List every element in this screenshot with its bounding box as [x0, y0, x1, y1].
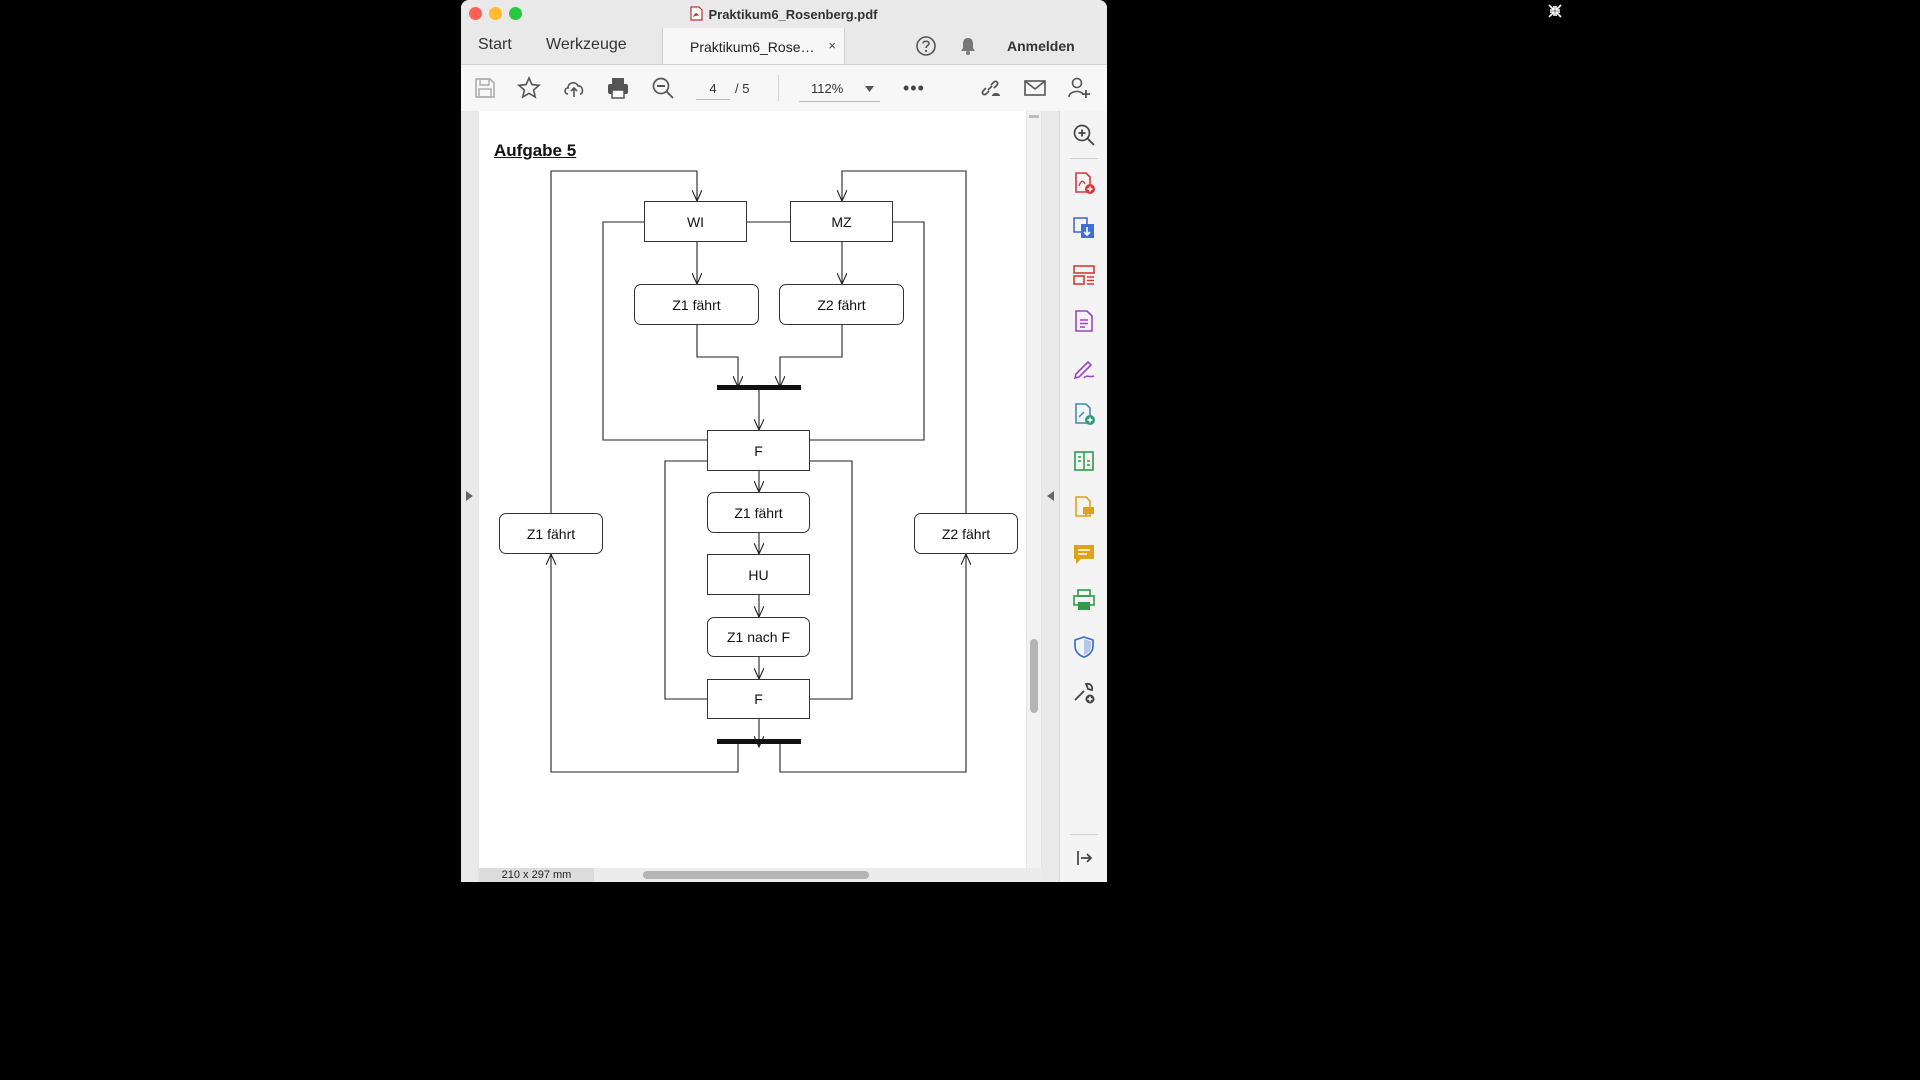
edge-z2-join [780, 325, 843, 387]
page-heading: Aufgabe 5 [494, 141, 577, 160]
document-viewer: Aufgabe 5 [461, 111, 1059, 882]
edge-loop-to-wi [550, 170, 697, 533]
node-z1-nach-f: Z1 nach F [707, 617, 810, 657]
pdf-file-icon [690, 6, 704, 21]
edge-inner-right [809, 460, 853, 700]
window-title: Praktikum6_Rosenberg.pdf [461, 6, 1107, 22]
print-production-icon[interactable] [1072, 588, 1096, 612]
node-f-top: F [707, 430, 810, 471]
help-icon[interactable] [915, 35, 937, 57]
fullscreen-window-button[interactable] [509, 7, 522, 20]
exit-fullscreen-icon[interactable] [1546, 2, 1564, 20]
zoom-select[interactable]: 112% [799, 79, 880, 102]
node-z1-top: Z1 fährt [634, 284, 759, 325]
bell-icon[interactable] [958, 36, 978, 56]
panel-divider [1070, 158, 1098, 159]
add-user-icon[interactable] [1067, 76, 1091, 100]
more-tools-button[interactable]: ••• [903, 78, 925, 98]
node-mz: MZ [790, 201, 893, 242]
toolbar-divider [778, 75, 779, 101]
edge-z1-join [696, 325, 738, 387]
node-z1-left: Z1 fährt [499, 513, 603, 554]
horizontal-scroll-thumb[interactable] [643, 871, 869, 879]
pdf-page: Aufgabe 5 [479, 111, 1026, 868]
print-icon[interactable] [606, 76, 630, 100]
tab-bar: Start Werkzeuge Praktikum6_Rose… × Anmel… [461, 28, 1107, 65]
export-pdf-icon[interactable] [1072, 216, 1096, 240]
panel-divider-bottom [1070, 834, 1098, 835]
comment-icon[interactable] [1072, 542, 1096, 566]
sign-in-button[interactable]: Anmelden [1007, 38, 1075, 54]
join-bar [717, 385, 801, 390]
tab-tools[interactable]: Werkzeuge [546, 36, 627, 53]
title-bar: Praktikum6_Rosenberg.pdf [461, 0, 1107, 29]
chevron-right-icon [466, 491, 473, 501]
edge-fork-z1left [551, 554, 739, 773]
more-tools-icon[interactable] [1072, 681, 1096, 705]
send-for-signature-icon[interactable] [1072, 402, 1096, 426]
left-panel-toggle[interactable] [461, 111, 478, 882]
page-total: / 5 [735, 81, 750, 96]
organize-pages-icon[interactable] [1072, 263, 1096, 287]
edge-mz-f [809, 221, 925, 441]
create-pdf-icon[interactable] [1072, 171, 1096, 195]
vertical-scrollbar[interactable] [1027, 111, 1041, 868]
vertical-scroll-thumb[interactable] [1030, 639, 1038, 713]
link-icon[interactable] [978, 76, 1002, 100]
tab-start[interactable]: Start [478, 36, 512, 53]
right-panel-toggle[interactable] [1042, 111, 1059, 882]
chevron-down-icon [865, 86, 874, 92]
fill-sign-icon[interactable] [1072, 356, 1096, 380]
collapse-panel-icon[interactable] [1072, 846, 1096, 870]
share-comment-icon[interactable] [1072, 495, 1096, 519]
tab-document-label: Praktikum6_Rose… [690, 39, 815, 55]
node-hu: HU [707, 554, 810, 595]
edge-inner-left [664, 460, 707, 700]
star-icon[interactable] [517, 76, 541, 100]
zoom-value: 112% [811, 81, 844, 96]
compare-icon[interactable] [1072, 449, 1096, 473]
zoom-out-icon[interactable] [651, 76, 675, 100]
acrobat-window: Praktikum6_Rosenberg.pdf Start Werkzeuge… [461, 0, 1107, 882]
close-tab-button[interactable]: × [828, 38, 836, 53]
node-z2-top: Z2 fährt [779, 284, 904, 325]
page-size-label: 210 x 297 mm [479, 868, 594, 882]
upload-icon[interactable] [562, 76, 586, 100]
node-f-bottom: F [707, 679, 810, 719]
toolbar: 4 / 5 112% ••• [461, 65, 1107, 112]
zoom-in-icon[interactable] [1072, 123, 1096, 147]
tools-side-panel [1059, 111, 1107, 882]
chevron-left-icon [1047, 491, 1054, 501]
activity-diagram [479, 170, 1026, 773]
tab-document[interactable]: Praktikum6_Rose… × [662, 28, 845, 64]
fork-bar [717, 739, 801, 744]
save-icon[interactable] [473, 76, 497, 100]
minimize-window-button[interactable] [489, 7, 502, 20]
edge-fork-z2right [779, 554, 966, 773]
page-number-input[interactable]: 4 [696, 79, 730, 100]
close-window-button[interactable] [469, 7, 482, 20]
window-title-text: Praktikum6_Rosenberg.pdf [708, 7, 878, 22]
edit-pdf-icon[interactable] [1072, 309, 1096, 333]
edge-loop-to-mz [842, 170, 967, 533]
mail-icon[interactable] [1023, 76, 1047, 100]
scrollbar-cap [1029, 115, 1039, 118]
node-z2-right: Z2 fährt [914, 513, 1018, 554]
status-bar: 210 x 297 mm [479, 868, 1042, 882]
node-wi: WI [644, 201, 747, 242]
node-z1-middle: Z1 fährt [707, 492, 810, 533]
protect-icon[interactable] [1072, 635, 1096, 659]
edge-wi-f [602, 221, 707, 441]
